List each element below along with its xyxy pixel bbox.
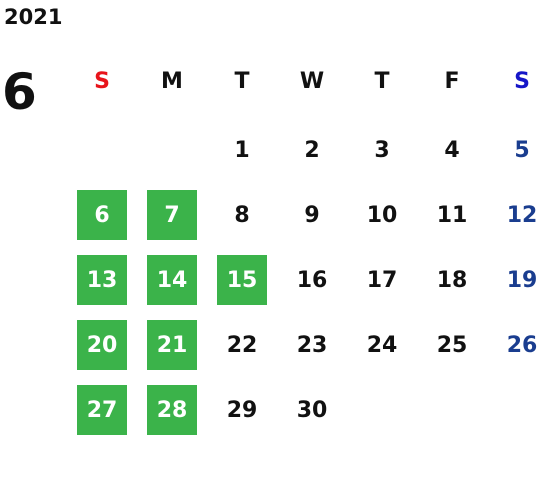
day-number: 17 [366,267,398,293]
month-number: 6 [2,63,37,121]
day-cell[interactable]: 15 [207,255,277,305]
day-number: 30 [296,397,328,423]
day-cell[interactable]: 27 [67,385,137,435]
weekday-sun: S [94,68,110,94]
day-number [497,385,547,435]
day-cell[interactable]: 16 [277,255,347,305]
day-cell[interactable]: 7 [137,190,207,240]
day-number: 21 [147,320,197,370]
day-cell[interactable]: 29 [207,385,277,435]
weekday-header: S M T W T F S [67,62,548,100]
day-number: 18 [436,267,468,293]
day-cell[interactable]: 9 [277,190,347,240]
day-cell[interactable]: 19 [487,255,548,305]
day-number: 4 [444,137,460,163]
day-number: 19 [506,267,538,293]
day-number: 24 [366,332,398,358]
day-number: 27 [77,385,127,435]
day-cell[interactable]: 25 [417,320,487,370]
day-number: 26 [506,332,538,358]
week-row: 13 14 15 16 17 18 19 [67,255,548,305]
day-number: 15 [217,255,267,305]
day-number: 22 [226,332,258,358]
day-number: 13 [77,255,127,305]
day-cell[interactable]: 12 [487,190,548,240]
day-cell[interactable]: 4 [417,125,487,175]
day-cell[interactable]: 20 [67,320,137,370]
day-number: 2 [304,137,320,163]
day-number: 29 [226,397,258,423]
weekday-wed: W [299,68,325,94]
weekday-fri: F [444,68,460,94]
day-number: 8 [234,202,250,228]
weekday-tue: T [234,68,250,94]
day-number: 16 [296,267,328,293]
day-cell[interactable]: 28 [137,385,207,435]
weekday-mon: M [161,68,183,94]
day-number: 25 [436,332,468,358]
empty-day-cell [347,385,417,435]
day-number [427,385,477,435]
day-number: 20 [77,320,127,370]
empty-day-cell [487,385,548,435]
day-number: 11 [436,202,468,228]
day-cell[interactable]: 6 [67,190,137,240]
empty-day-cell [137,125,207,175]
weekday-sat: S [514,68,530,94]
day-number: 7 [147,190,197,240]
day-cell[interactable]: 3 [347,125,417,175]
day-number: 6 [77,190,127,240]
day-cell[interactable]: 13 [67,255,137,305]
day-cell[interactable]: 2 [277,125,347,175]
day-number [357,385,407,435]
week-row: 20 21 22 23 24 25 26 [67,320,548,370]
day-number: 23 [296,332,328,358]
day-number: 10 [366,202,398,228]
day-number: 1 [234,137,250,163]
day-number: 5 [514,137,530,163]
day-cell[interactable]: 17 [347,255,417,305]
empty-day-cell [417,385,487,435]
day-number [77,125,127,175]
day-cell[interactable]: 22 [207,320,277,370]
day-number: 9 [304,202,320,228]
day-number: 14 [147,255,197,305]
day-cell[interactable]: 8 [207,190,277,240]
empty-day-cell [67,125,137,175]
year-label: 2021 [4,5,63,29]
day-number: 12 [506,202,538,228]
week-row: 1 2 3 4 5 [67,125,548,175]
day-cell[interactable]: 11 [417,190,487,240]
day-cell[interactable]: 18 [417,255,487,305]
day-number [147,125,197,175]
day-cell[interactable]: 14 [137,255,207,305]
day-cell[interactable]: 1 [207,125,277,175]
week-row: 27 28 29 30 [67,385,548,435]
day-number: 3 [374,137,390,163]
day-cell[interactable]: 24 [347,320,417,370]
day-cell[interactable]: 10 [347,190,417,240]
day-cell[interactable]: 21 [137,320,207,370]
day-cell[interactable]: 5 [487,125,548,175]
weekday-thu: T [374,68,390,94]
day-cell[interactable]: 30 [277,385,347,435]
day-number: 28 [147,385,197,435]
day-cell[interactable]: 26 [487,320,548,370]
day-cell[interactable]: 23 [277,320,347,370]
